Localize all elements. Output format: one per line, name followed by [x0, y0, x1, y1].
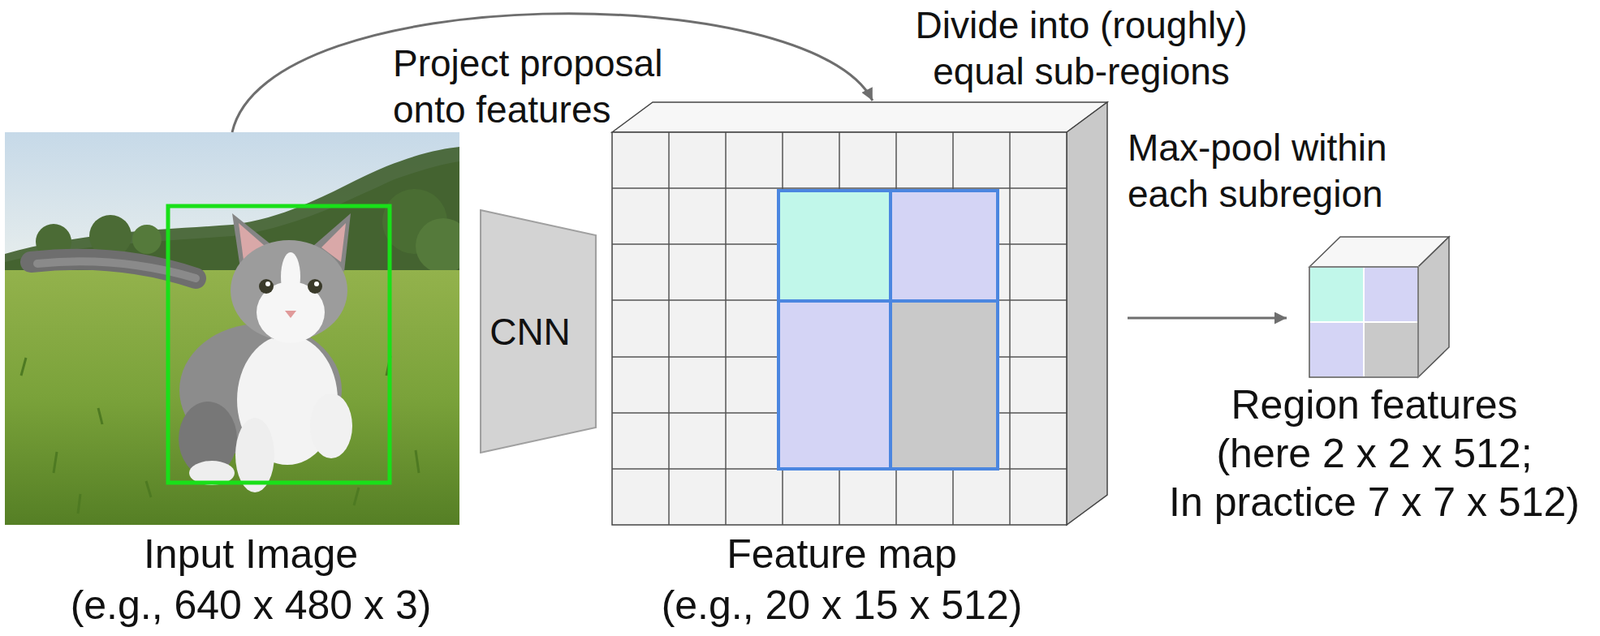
- feature-grid-part: [668, 132, 670, 526]
- feature-map-volume-part: [612, 132, 1067, 526]
- caption-text: (here 2 x 2 x 512;: [1160, 429, 1589, 479]
- region-feature-cube-part: [1309, 322, 1364, 378]
- edge-label: Project proposal onto features: [392, 40, 686, 134]
- cnn-trapezoid-shape: [480, 210, 596, 453]
- kitten-photo-part: [415, 218, 460, 274]
- caption-text: (e.g., 640 x 480 x 3): [20, 580, 482, 632]
- region-features: Region features(here 2 x 2 x 512;In prac…: [1309, 237, 1450, 378]
- kitten-photo-part: [168, 206, 390, 484]
- cnn-block: CNN: [479, 209, 597, 454]
- kitten-photo-part: [37, 261, 196, 279]
- feature-map: Feature map(e.g., 20 x 15 x 512): [612, 102, 1108, 526]
- projected-region-part: [778, 190, 891, 302]
- kitten-photo-part: [307, 279, 323, 294]
- feature-map-volume-part: [1066, 102, 1108, 526]
- caption-block: Feature map(e.g., 20 x 15 x 512): [595, 529, 1089, 632]
- projected-region-part: [778, 301, 891, 470]
- kitten-photo: [4, 132, 460, 526]
- projected-region-part: [778, 299, 998, 303]
- kitten-photo-part: [284, 310, 297, 319]
- region-feature-cube-part: [1418, 237, 1450, 378]
- projected-region-part: [890, 190, 998, 302]
- kitten-photo-part: [280, 252, 301, 302]
- caption-block: Region features(here 2 x 2 x 512;In prac…: [1160, 380, 1589, 527]
- kitten-photo-part: [314, 281, 320, 287]
- projected-region-part: [888, 190, 893, 470]
- feature-map-volume-part: [612, 102, 1108, 133]
- kitten-photo-part: [310, 393, 353, 459]
- caption-text: In practice 7 x 7 x 512): [1160, 478, 1589, 527]
- projected-region-part: [890, 301, 998, 470]
- feature-grid-part: [612, 187, 1067, 190]
- region-feature-cube-part: [1363, 267, 1419, 323]
- input-image: Input Image(e.g., 640 x 480 x 3): [4, 132, 460, 526]
- region-feature-cube-part: [1363, 322, 1419, 378]
- kitten-photo-part: [132, 224, 162, 255]
- projected-region: [778, 190, 998, 470]
- region-feature-cube: [1309, 237, 1450, 378]
- caption-text: Feature map: [595, 529, 1089, 581]
- arrow-connector: [1127, 317, 1287, 320]
- feature-grid-part: [724, 132, 727, 526]
- arrow-connector: [232, 13, 873, 133]
- region-feature-cube-part: [1309, 267, 1364, 323]
- projected-region-part: [778, 190, 998, 470]
- caption-text: Region features: [1160, 380, 1589, 430]
- feature-map-volume: [612, 102, 1108, 526]
- caption-text: (e.g., 20 x 15 x 512): [595, 580, 1089, 632]
- caption-text: Input Image: [20, 529, 482, 581]
- annotation-text: Max-pool within each subregion: [1127, 125, 1420, 218]
- caption-block: Input Image(e.g., 640 x 480 x 3): [20, 529, 482, 632]
- kitten-photo-part: [30, 259, 196, 279]
- kitten-photo-part: [258, 279, 274, 294]
- region-feature-cube-part: [1309, 267, 1419, 378]
- feature-grid-part: [1009, 132, 1011, 526]
- annotation-text: Divide into (roughly) equal sub-regions: [902, 2, 1260, 95]
- block-label: CNN: [489, 310, 571, 354]
- kitten-photo-part: [265, 281, 271, 287]
- feature-grid: [612, 132, 1067, 526]
